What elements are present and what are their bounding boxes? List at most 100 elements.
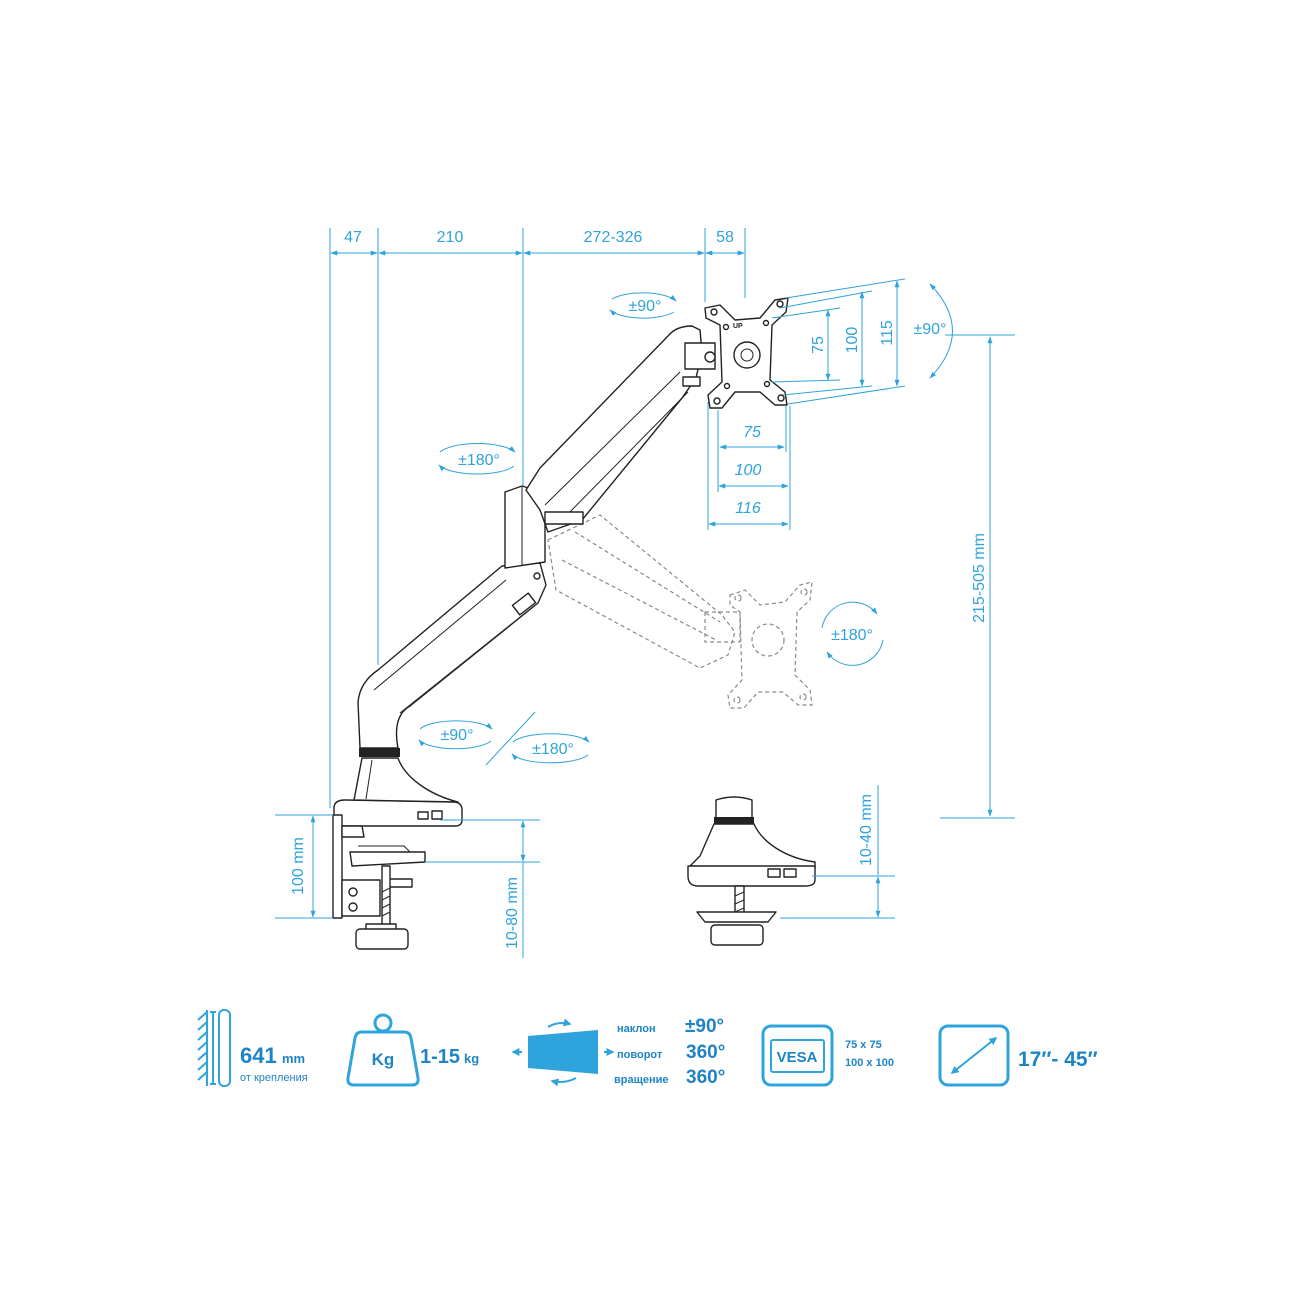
motion-rotation-label: вращение	[614, 1074, 669, 1086]
diagonal-arrow-icon	[938, 1024, 1010, 1087]
rotation-arrow-icon	[419, 720, 493, 730]
height-range-label: 215-505 mm	[971, 533, 988, 623]
motion-tilt-value: ±90°	[685, 1016, 724, 1037]
clamp-knob	[355, 928, 409, 950]
clamp-hole	[348, 887, 358, 897]
column-detail	[365, 759, 373, 800]
ghost-vesa-plate	[727, 581, 813, 709]
vesa-size-small: 75 x 75	[845, 1039, 882, 1051]
clamp-height-dimension: 100 mm	[275, 814, 333, 919]
monitor-rotate-icon	[511, 1018, 615, 1087]
upper-arm-detail	[544, 371, 689, 523]
motion-rotation-value: 360°	[686, 1067, 725, 1088]
rotation-arrow-icon	[826, 639, 884, 666]
ghost-head	[704, 611, 741, 643]
vesa-horizontal-75: 75	[743, 424, 761, 441]
rotation-arrow-icon	[611, 292, 677, 302]
load-value: 1-15	[420, 1046, 460, 1068]
clamp-screw-thread	[381, 887, 391, 917]
extension-line	[787, 385, 906, 405]
vesa-hole	[763, 380, 771, 388]
elbow-screw	[533, 572, 541, 580]
vesa-hole	[710, 308, 718, 316]
vesa-icon	[761, 1024, 834, 1087]
ghost-upper-arm	[547, 514, 736, 669]
desk-base	[333, 799, 463, 827]
rotation-arrow-icon	[438, 464, 515, 475]
vesa-plate-up-mark: UP	[733, 323, 743, 330]
clamp-hole	[348, 902, 358, 912]
rotation-indicator-tilt: ±90°	[914, 283, 953, 379]
clamp-top-bracket	[341, 825, 365, 838]
tilt-knob	[704, 351, 716, 363]
reach-unit: mm	[282, 1051, 305, 1066]
dimension-label-base-offset: 47	[344, 229, 362, 246]
clamp-thickness-dimension: 10-80 mm	[425, 819, 540, 958]
clamp-upper-plate-detail	[358, 845, 411, 853]
weight-icon	[346, 1013, 420, 1087]
top-dimension-group: 47 210 272-326 58	[329, 228, 746, 808]
rotation-arrow-icon	[511, 753, 589, 764]
dimension-label-head: 58	[716, 229, 734, 246]
grommet-body	[689, 823, 816, 869]
vesa-badge: VESA	[777, 1049, 818, 1066]
vesa-hole	[722, 323, 730, 331]
head-clip	[682, 376, 701, 387]
grommet-thickness-dimension: 10-40 mm	[780, 785, 895, 919]
rotation-arrow-icon	[609, 309, 675, 319]
vesa-horizontal-116: 116	[735, 500, 761, 517]
vesa-hole	[723, 382, 731, 390]
rotation-label-arm: ±180°	[532, 741, 574, 758]
ghost-plate-hole	[734, 594, 742, 602]
usb-port-icon	[417, 811, 429, 820]
clamp-body	[341, 879, 381, 917]
grommet-column	[715, 796, 753, 823]
vesa-vertical-75: 75	[810, 336, 827, 354]
clamp-height-label: 100 mm	[290, 837, 307, 895]
rotation-indicator-screen: ±180°	[821, 601, 884, 666]
grommet-base	[687, 796, 816, 946]
vesa-plate-hub	[733, 341, 761, 369]
usb-port-icon	[431, 810, 443, 820]
vesa-hole	[777, 394, 785, 402]
lower-arm-detail	[373, 579, 535, 714]
load-unit: kg	[464, 1051, 479, 1066]
ghost-plate-hole	[799, 693, 807, 701]
ghost-plate-hub	[751, 623, 785, 657]
spec-reach: 641 mm от крепления	[197, 1009, 308, 1087]
ghost-plate-hole	[800, 588, 808, 596]
vesa-vertical-dimensions: 75 100 115	[771, 278, 906, 405]
grommet-thickness-label: 10-40 mm	[858, 794, 875, 866]
grommet-plate	[696, 911, 777, 923]
ghost-arm-detail	[561, 531, 721, 641]
clamp-lower-plate	[387, 878, 413, 888]
clamp-back-plate	[332, 814, 343, 919]
desk-clamp	[332, 814, 426, 950]
lower-arm-slot	[511, 592, 537, 616]
extension-line	[771, 379, 841, 383]
vesa-plate-hub-inner	[740, 348, 754, 362]
screen-size-range: 17″- 45″	[1018, 1048, 1098, 1071]
spec-vesa: VESA 75 x 75 100 x 100	[761, 1024, 894, 1087]
rotation-label-base: ±90°	[441, 727, 474, 744]
motion-swivel-label: поворот	[617, 1049, 663, 1061]
upper-arm-slot	[544, 511, 584, 525]
ghost-plate-hole	[733, 696, 741, 704]
vesa-hole	[713, 397, 721, 405]
motion-swivel-value: 360°	[686, 1042, 725, 1063]
rotation-arrow-icon	[418, 739, 492, 750]
dimension-label-lower-arm: 210	[437, 229, 464, 246]
wall-distance-icon	[197, 1009, 231, 1087]
vesa-hole	[776, 300, 784, 308]
clamp-thickness-label: 10-80 mm	[504, 877, 521, 949]
swivel-axis-line	[485, 711, 536, 766]
clamp-upper-plate	[349, 851, 426, 867]
rotation-label-head: ±90°	[629, 298, 662, 315]
vesa-horizontal-100: 100	[735, 462, 762, 479]
monitor-arm: UP	[333, 297, 789, 827]
lower-arm	[357, 562, 547, 749]
vesa-vertical-100: 100	[844, 327, 861, 354]
rotation-indicator-base: ±90° ±180°	[418, 711, 590, 766]
grommet-column-ring	[714, 817, 754, 824]
